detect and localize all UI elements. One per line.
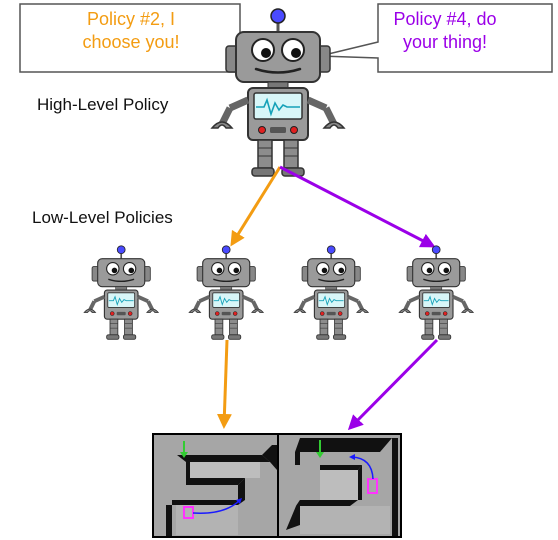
bubble-left-text: Policy #2, I choose you! bbox=[26, 8, 236, 54]
bubble-right-text: Policy #4, do your thing! bbox=[340, 8, 550, 54]
bubble-left-line-1: Policy #2, I bbox=[86, 9, 176, 29]
orange-arrow-high bbox=[230, 166, 282, 247]
low-level-robot-4-icon bbox=[397, 243, 476, 342]
bubble-right-line-2: your thing! bbox=[402, 32, 488, 52]
low-level-robot-3-icon bbox=[292, 243, 371, 342]
speech-bubble-right-icon bbox=[319, 3, 553, 73]
high-level-policy-label: High-Level Policy bbox=[37, 95, 169, 114]
bubble-left-line-2: choose you! bbox=[82, 32, 180, 52]
orange-arrow-low bbox=[216, 339, 232, 429]
purple-arrow-high bbox=[279, 165, 436, 248]
maze-left-icon bbox=[154, 435, 277, 536]
purple-arrow-low bbox=[347, 338, 439, 431]
low-level-policies-label: Low-Level Policies bbox=[32, 208, 173, 227]
low-level-robot-1-icon bbox=[82, 243, 161, 342]
maze-environment bbox=[152, 433, 402, 538]
low-level-robot-2-icon bbox=[187, 243, 266, 342]
bubble-right-line-1: Policy #4, do bbox=[393, 9, 497, 29]
maze-right-icon bbox=[279, 435, 400, 536]
